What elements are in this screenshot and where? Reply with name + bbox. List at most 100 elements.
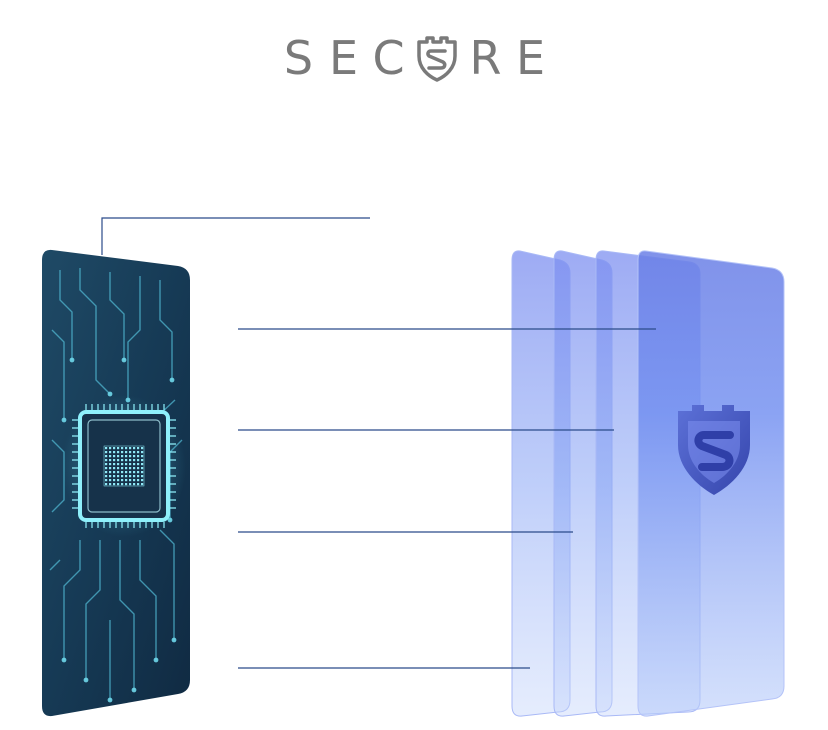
chip-core-cell — [109, 447, 112, 450]
processor-chip — [62, 395, 186, 537]
chip-core-cell — [105, 475, 108, 478]
chip-core-cell — [125, 463, 128, 466]
logo-letter-e2: E — [515, 31, 546, 85]
leader-line-chip — [101, 217, 370, 255]
chip-core-cell — [129, 483, 132, 486]
chip-core-cell — [133, 471, 136, 474]
chip-core-cell — [109, 479, 112, 482]
chip-core-cell — [125, 467, 128, 470]
chip-core-cell — [129, 475, 132, 478]
chip-core-cell — [109, 467, 112, 470]
chip-core-cell — [141, 467, 144, 470]
chip-core-cell — [133, 475, 136, 478]
chip-core-cell — [137, 463, 140, 466]
logo-letter-c: C — [372, 31, 405, 85]
chip-core-cell — [117, 467, 120, 470]
chip-core-cell — [125, 459, 128, 462]
chip-core-cell — [113, 479, 116, 482]
chip-core-cell — [121, 479, 124, 482]
chip-core-cell — [105, 479, 108, 482]
chip-core-cell — [121, 467, 124, 470]
chip-core-cell — [121, 463, 124, 466]
chip-core-cell — [121, 483, 124, 486]
chip-core-cell — [125, 483, 128, 486]
chip-core-cell — [129, 471, 132, 474]
chip-core-cell — [109, 475, 112, 478]
shield-icon — [678, 405, 750, 495]
chip-core-cell — [113, 463, 116, 466]
chip-core-cell — [141, 447, 144, 450]
chip-core-cell — [117, 447, 120, 450]
leader-lines — [101, 217, 656, 669]
logo-letter-e: E — [328, 31, 359, 85]
chip-core-cell — [141, 463, 144, 466]
chip-core-cell — [105, 471, 108, 474]
chip-core-cell — [141, 471, 144, 474]
chip-core-cell — [129, 463, 132, 466]
chip-core-cell — [129, 451, 132, 454]
circuit-board-card — [42, 249, 190, 717]
chip-core-cell — [113, 467, 116, 470]
chip-pins — [72, 404, 176, 528]
chip-core-cell — [129, 459, 132, 462]
chip-core-cell — [117, 459, 120, 462]
chip-core-cell — [105, 463, 108, 466]
chip-core-cell — [105, 455, 108, 458]
chip-core-cell — [133, 459, 136, 462]
chip-core-cell — [117, 455, 120, 458]
chip-core-cell — [117, 483, 120, 486]
chip-core-cell — [141, 483, 144, 486]
chip-core-cell — [121, 451, 124, 454]
chip-core-cell — [137, 479, 140, 482]
chip-core-cell — [141, 475, 144, 478]
chip-core-cell — [109, 455, 112, 458]
chip-core-cell — [137, 471, 140, 474]
chip-core-cell — [133, 483, 136, 486]
chip-core-cell — [125, 451, 128, 454]
chip-core-cell — [117, 451, 120, 454]
chip-core-cell — [113, 451, 116, 454]
chip-core-cell — [137, 447, 140, 450]
chip-core-cell — [113, 483, 116, 486]
chip-core-cell — [109, 451, 112, 454]
chip-core-cell — [137, 467, 140, 470]
chip-core-cell — [137, 459, 140, 462]
shield-o-icon — [417, 36, 457, 82]
chip-core-cell — [105, 451, 108, 454]
chip-core-cell — [141, 451, 144, 454]
chip-core-cell — [113, 471, 116, 474]
stacked-glass-layers — [511, 250, 785, 717]
chip-core-cell — [121, 459, 124, 462]
chip-core-cell — [129, 467, 132, 470]
chip-core-cell — [121, 455, 124, 458]
chip-core-cell — [117, 475, 120, 478]
chip-core-grid — [103, 445, 145, 487]
chip-core-cell — [113, 447, 116, 450]
chip-core-cell — [109, 459, 112, 462]
chip-core-cell — [113, 475, 116, 478]
chip-core-cell — [133, 463, 136, 466]
chip-core-cell — [133, 479, 136, 482]
chip-core-cell — [125, 455, 128, 458]
chip-core-cell — [117, 479, 120, 482]
chip-core-cell — [113, 459, 116, 462]
chip-core-cell — [125, 479, 128, 482]
chip-core-cell — [105, 447, 108, 450]
chip-core-cell — [129, 455, 132, 458]
chip-core-cell — [125, 471, 128, 474]
chip-core-cell — [133, 467, 136, 470]
chip-core-cell — [117, 471, 120, 474]
chip-core-cell — [137, 483, 140, 486]
chip-core-cell — [137, 451, 140, 454]
chip-core-cell — [133, 451, 136, 454]
chip-core-cell — [121, 471, 124, 474]
chip-core-cell — [105, 467, 108, 470]
chip-core-cell — [121, 447, 124, 450]
chip-core-cell — [137, 475, 140, 478]
chip-core-cell — [105, 483, 108, 486]
chip-core-cell — [109, 483, 112, 486]
chip-core-cell — [125, 447, 128, 450]
chip-core-cell — [117, 463, 120, 466]
chip-core-cell — [141, 459, 144, 462]
